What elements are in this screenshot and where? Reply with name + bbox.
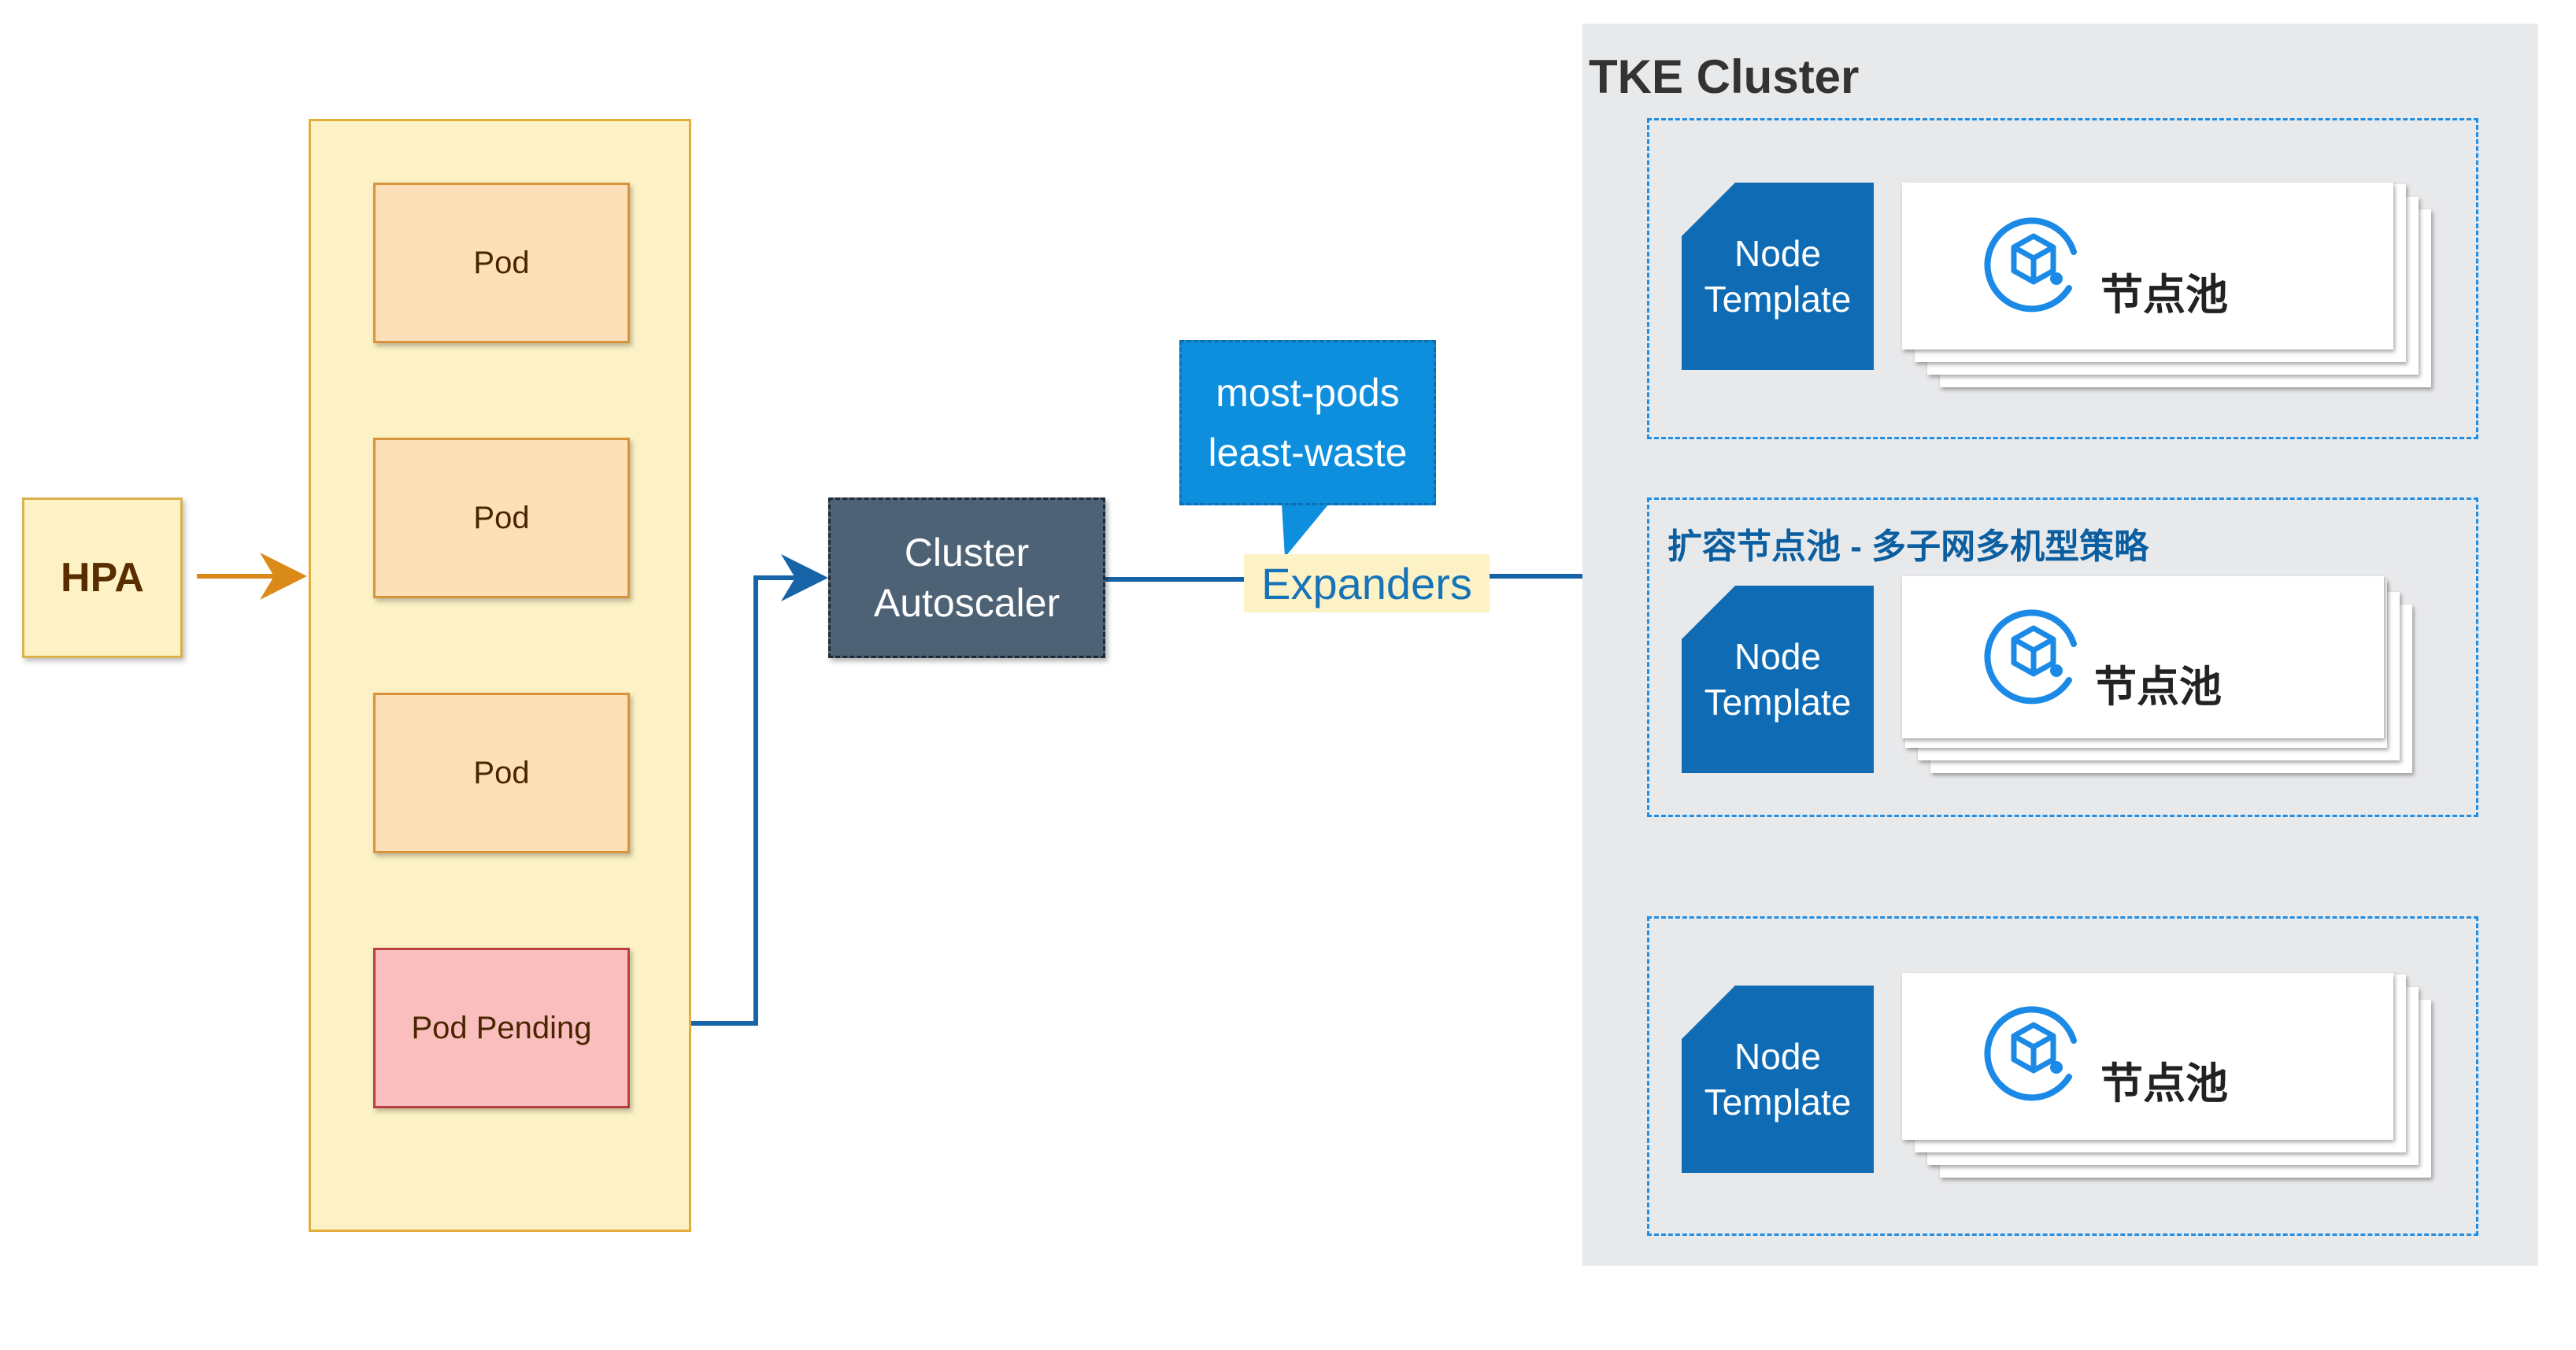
node-pool-icon: [1984, 609, 2077, 705]
node-pool-group: [1647, 916, 2478, 1236]
pod-box: Pod: [373, 438, 630, 598]
expanders-text: Expanders: [1261, 558, 1472, 608]
node-pool-card: [1902, 973, 2393, 1140]
node-pool-icon: [1984, 1006, 2077, 1101]
pod-label: Pod: [473, 500, 530, 535]
callout-line1: most-pods: [1216, 371, 1400, 415]
pending-to-autoscaler-arrow: [630, 554, 828, 1026]
pod-box: Pod: [373, 183, 630, 343]
node-pool-label: 节点池: [2100, 1060, 2228, 1108]
template-label-line1: Node: [1734, 1036, 1821, 1077]
node-template: Node Template: [1682, 183, 1874, 370]
group-label: 扩容节点池 - 多子网多机型策略: [1667, 527, 2149, 566]
node-template: Node Template: [1682, 586, 1874, 773]
autoscaler-label-line1: Cluster: [904, 531, 1030, 575]
template-label-line2: Template: [1704, 279, 1852, 320]
node-pool-card: [1902, 576, 2384, 738]
pod-pending-label: Pod Pending: [411, 1010, 592, 1045]
expanders-label: Expanders: [1244, 554, 1490, 612]
pod-box: Pod: [373, 693, 630, 853]
template-label-line2: Template: [1704, 1082, 1852, 1123]
node-template: Node Template: [1682, 986, 1874, 1173]
template-label-line1: Node: [1734, 636, 1821, 677]
callout-pointer: [1282, 504, 1329, 557]
node-pool-label: 节点池: [2094, 664, 2222, 711]
autoscaler-label-line2: Autoscaler: [873, 581, 1060, 625]
cluster-autoscaler-box: Cluster Autoscaler: [828, 497, 1105, 658]
node-pool-card: [1902, 183, 2393, 350]
pod-pending-box: Pod Pending: [373, 948, 630, 1108]
hpa-box: HPA: [22, 497, 183, 658]
node-pool-group: [1647, 497, 2478, 817]
cluster-title: TKE Cluster: [1589, 50, 1860, 103]
node-pool-group: [1647, 118, 2478, 439]
expander-strategy-callout: most-pods least-waste: [1179, 340, 1436, 505]
node-pool-icon: [1984, 217, 2077, 313]
callout-line2: least-waste: [1208, 431, 1408, 475]
hpa-label: HPA: [61, 555, 144, 601]
node-pool-label: 节点池: [2100, 272, 2228, 319]
template-label-line1: Node: [1734, 233, 1821, 274]
pod-label: Pod: [473, 245, 530, 280]
template-label-line2: Template: [1704, 682, 1852, 723]
pod-label: Pod: [473, 755, 530, 790]
